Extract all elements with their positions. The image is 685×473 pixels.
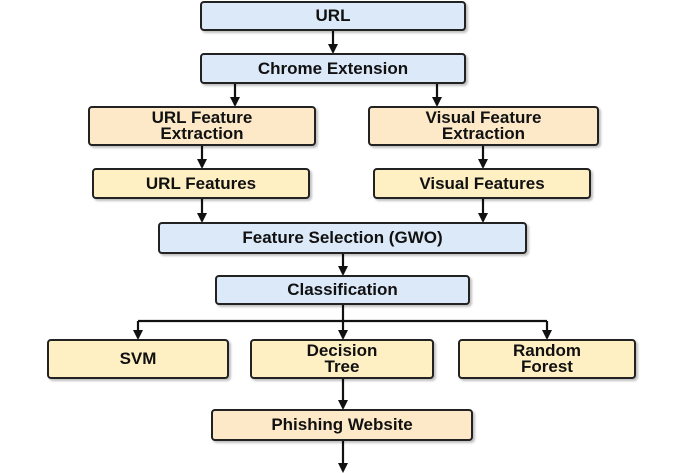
random-forest-node-label: Random Forest [513,341,581,376]
url-node-label: URL [315,6,351,25]
decision-tree-node-label: Decision Tree [306,341,378,376]
svm-node-label: SVM [119,349,157,368]
phishing-website-node: Phishing Website [211,409,473,441]
visual-features-node-label: Visual Features [419,173,545,193]
classification-node: Classification [215,275,470,305]
phishing-website-node-label: Phishing Website [271,415,413,434]
chrome-extension-node-label: Chrome Extension [257,58,409,78]
svm-node: SVM [47,339,229,379]
url-features-node: URL Features [92,168,310,199]
visual-feature-extraction-node-label: Visual Feature Extraction [425,108,542,143]
url-node: URL [200,1,466,31]
url-feature-extraction-node: URL Feature Extraction [88,106,316,146]
chrome-extension-node: Chrome Extension [200,53,466,84]
feature-selection-node-label: Feature Selection (GWO) [242,228,443,247]
url-feature-extraction-node-label: URL Feature Extraction [151,108,253,143]
url-features-node-label: URL Features [145,173,257,193]
classification-node-label: Classification [287,280,398,299]
decision-tree-node: Decision Tree [250,339,434,379]
feature-selection-node: Feature Selection (GWO) [158,222,527,254]
visual-feature-extraction-node: Visual Feature Extraction [368,106,599,146]
visual-features-node: Visual Features [373,168,591,199]
random-forest-node: Random Forest [458,339,636,379]
